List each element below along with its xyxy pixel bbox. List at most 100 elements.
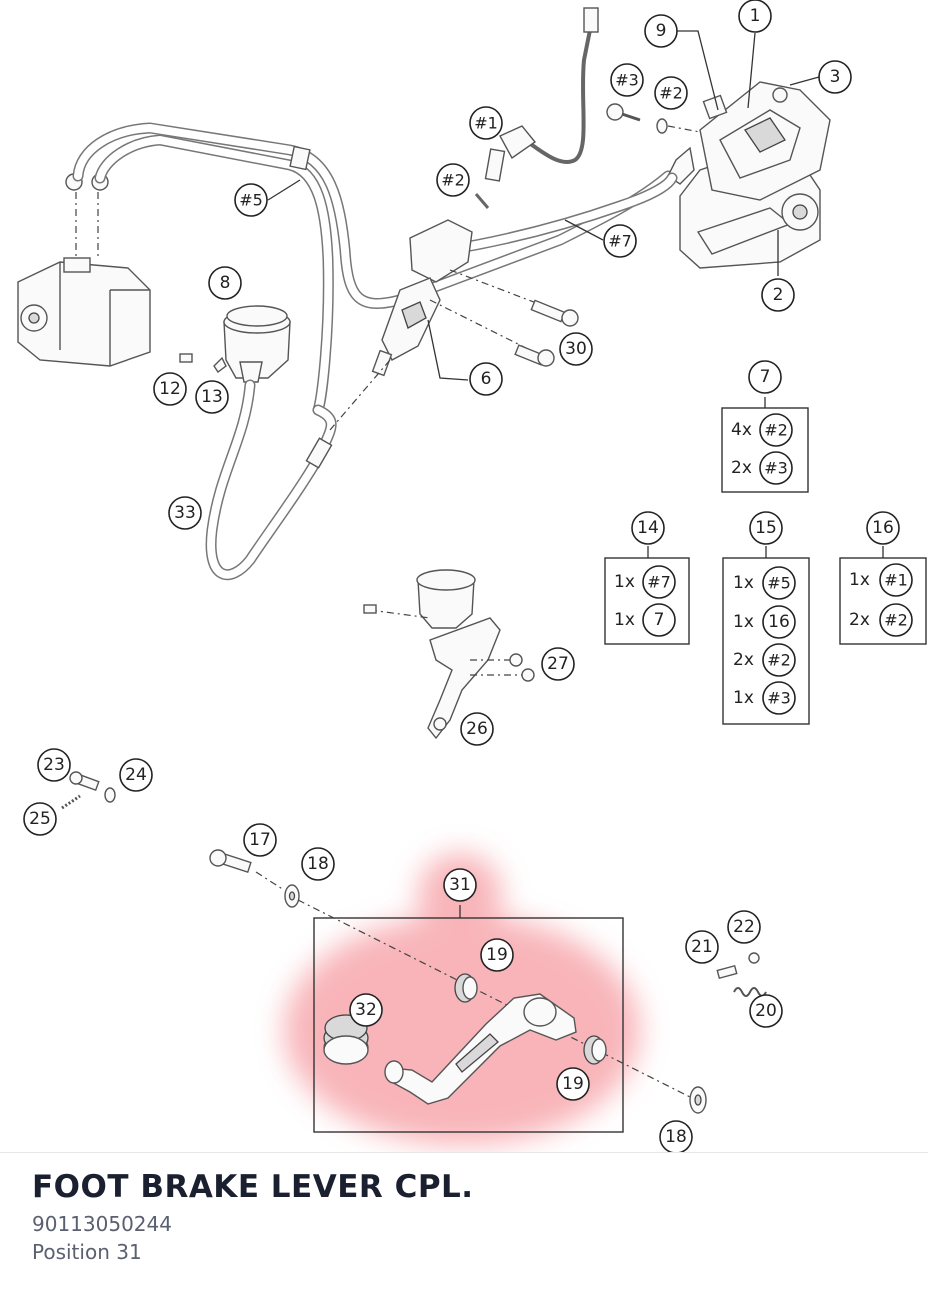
svg-text:8: 8 bbox=[220, 273, 231, 293]
screw-21[interactable] bbox=[716, 964, 738, 980]
bushing-19-bottom[interactable] bbox=[583, 1035, 607, 1065]
callout-26[interactable]: 26 bbox=[460, 712, 494, 746]
kit-7-ref-1[interactable]: #2 bbox=[759, 413, 793, 447]
brake-hose-7[interactable] bbox=[442, 172, 678, 256]
svg-text:20: 20 bbox=[755, 1001, 777, 1021]
kit-16-label[interactable]: 16 bbox=[866, 511, 900, 545]
callout-h2b[interactable]: #2 bbox=[436, 163, 470, 197]
callout-19a[interactable]: 19 bbox=[480, 938, 514, 972]
kit-7-label[interactable]: 7 bbox=[748, 360, 782, 394]
svg-text:33: 33 bbox=[174, 503, 196, 523]
bolt-30[interactable] bbox=[514, 299, 579, 367]
callout-19b[interactable]: 19 bbox=[556, 1067, 590, 1101]
svg-text:16: 16 bbox=[872, 518, 894, 538]
kit-7-qty-1: 4x bbox=[731, 420, 752, 440]
svg-text:#2: #2 bbox=[767, 651, 791, 670]
kit-16-ref-2[interactable]: #2 bbox=[879, 603, 913, 637]
nut-22[interactable] bbox=[748, 952, 760, 964]
kit-14-label[interactable]: 14 bbox=[631, 511, 665, 545]
washer-24[interactable] bbox=[104, 787, 116, 803]
svg-text:7: 7 bbox=[760, 367, 771, 387]
kit-14-qty-2: 1x bbox=[614, 610, 635, 630]
spring-20[interactable] bbox=[733, 987, 767, 997]
callout-32[interactable]: 32 bbox=[349, 993, 383, 1027]
pin-23[interactable] bbox=[69, 771, 100, 792]
kit-15-qty-4: 1x bbox=[733, 688, 754, 708]
bolt-3[interactable] bbox=[606, 103, 701, 134]
kit-15-label[interactable]: 15 bbox=[749, 511, 783, 545]
callout-18a[interactable]: 18 bbox=[301, 847, 335, 881]
part-position: Position 31 bbox=[32, 1240, 142, 1264]
svg-text:#2: #2 bbox=[764, 421, 788, 440]
callout-1[interactable]: 1 bbox=[738, 0, 772, 33]
foot-brake-lever[interactable] bbox=[384, 993, 577, 1105]
callout-3[interactable]: 3 bbox=[818, 60, 852, 94]
callout-25[interactable]: 25 bbox=[23, 802, 57, 836]
svg-text:#7: #7 bbox=[608, 232, 632, 251]
callout-33[interactable]: 33 bbox=[168, 496, 202, 530]
callout-2[interactable]: 2 bbox=[761, 278, 795, 312]
leader-lines bbox=[267, 30, 884, 918]
callout-22[interactable]: 22 bbox=[727, 910, 761, 944]
brake-hose-33[interactable] bbox=[205, 359, 391, 581]
abs-sensor-1[interactable] bbox=[474, 7, 599, 209]
callout-30[interactable]: 30 bbox=[559, 332, 593, 366]
svg-text:#1: #1 bbox=[474, 114, 498, 133]
callout-31[interactable]: 31 bbox=[443, 868, 477, 902]
reservoir-bracket[interactable] bbox=[363, 569, 535, 740]
kit-7-ref-2[interactable]: #3 bbox=[759, 451, 793, 485]
screw-12[interactable] bbox=[179, 353, 193, 363]
spring-32[interactable] bbox=[323, 1014, 369, 1065]
callout-h7[interactable]: #7 bbox=[603, 224, 637, 258]
assembly-31-frame[interactable] bbox=[313, 917, 624, 1133]
svg-text:3: 3 bbox=[830, 67, 841, 87]
brake-caliper[interactable] bbox=[667, 81, 831, 269]
callout-27[interactable]: 27 bbox=[541, 647, 575, 681]
brake-reservoir[interactable] bbox=[223, 305, 291, 383]
svg-text:24: 24 bbox=[125, 765, 147, 785]
callout-9[interactable]: 9 bbox=[644, 14, 678, 48]
washer-18-bottom[interactable] bbox=[689, 1086, 707, 1114]
svg-text:23: 23 bbox=[43, 755, 65, 775]
callout-18b[interactable]: 18 bbox=[659, 1120, 693, 1152]
callout-h1[interactable]: #1 bbox=[469, 106, 503, 140]
kit-15-ref-3[interactable]: #2 bbox=[762, 643, 796, 677]
svg-text:7: 7 bbox=[654, 610, 665, 630]
kit-15-qty-1: 1x bbox=[733, 573, 754, 593]
callout-12[interactable]: 12 bbox=[153, 372, 187, 406]
kit-14-ref-1[interactable]: #7 bbox=[642, 565, 676, 599]
kit-15-ref-4[interactable]: #3 bbox=[762, 681, 796, 715]
callout-h3[interactable]: #3 bbox=[610, 63, 644, 97]
callout-h5[interactable]: #5 bbox=[234, 183, 268, 217]
kit-16-ref-1[interactable]: #1 bbox=[879, 563, 913, 597]
callout-17[interactable]: 17 bbox=[243, 823, 277, 857]
kit-7-qty-2: 2x bbox=[731, 458, 752, 478]
callout-13[interactable]: 13 bbox=[195, 380, 229, 414]
callout-24[interactable]: 24 bbox=[119, 758, 153, 792]
callout-8[interactable]: 8 bbox=[208, 266, 242, 300]
callout-21[interactable]: 21 bbox=[685, 930, 719, 964]
callout-6[interactable]: 6 bbox=[469, 362, 503, 396]
kit-15-ref-1[interactable]: #5 bbox=[762, 566, 796, 600]
abs-unit[interactable] bbox=[17, 173, 151, 367]
svg-text:13: 13 bbox=[201, 387, 223, 407]
kit-14-ref-2[interactable]: 7 bbox=[642, 603, 676, 637]
svg-text:#1: #1 bbox=[884, 571, 908, 590]
spring-25[interactable] bbox=[61, 794, 81, 810]
bolt-17[interactable] bbox=[209, 849, 252, 873]
part-number: 90113050244 bbox=[32, 1212, 172, 1236]
clip-13[interactable] bbox=[213, 356, 227, 374]
kit-15-ref-2[interactable]: 16 bbox=[762, 605, 796, 639]
svg-text:15: 15 bbox=[755, 518, 777, 538]
svg-text:19: 19 bbox=[486, 945, 508, 965]
svg-text:18: 18 bbox=[665, 1127, 687, 1147]
callout-23[interactable]: 23 bbox=[37, 748, 71, 782]
brake-hose-5[interactable] bbox=[72, 122, 674, 416]
callout-20[interactable]: 20 bbox=[749, 994, 783, 1028]
callout-h2a[interactable]: #2 bbox=[654, 76, 688, 110]
bushing-19-top[interactable] bbox=[454, 973, 478, 1003]
washer-18-top[interactable] bbox=[284, 884, 300, 908]
master-cylinder[interactable] bbox=[371, 219, 561, 377]
